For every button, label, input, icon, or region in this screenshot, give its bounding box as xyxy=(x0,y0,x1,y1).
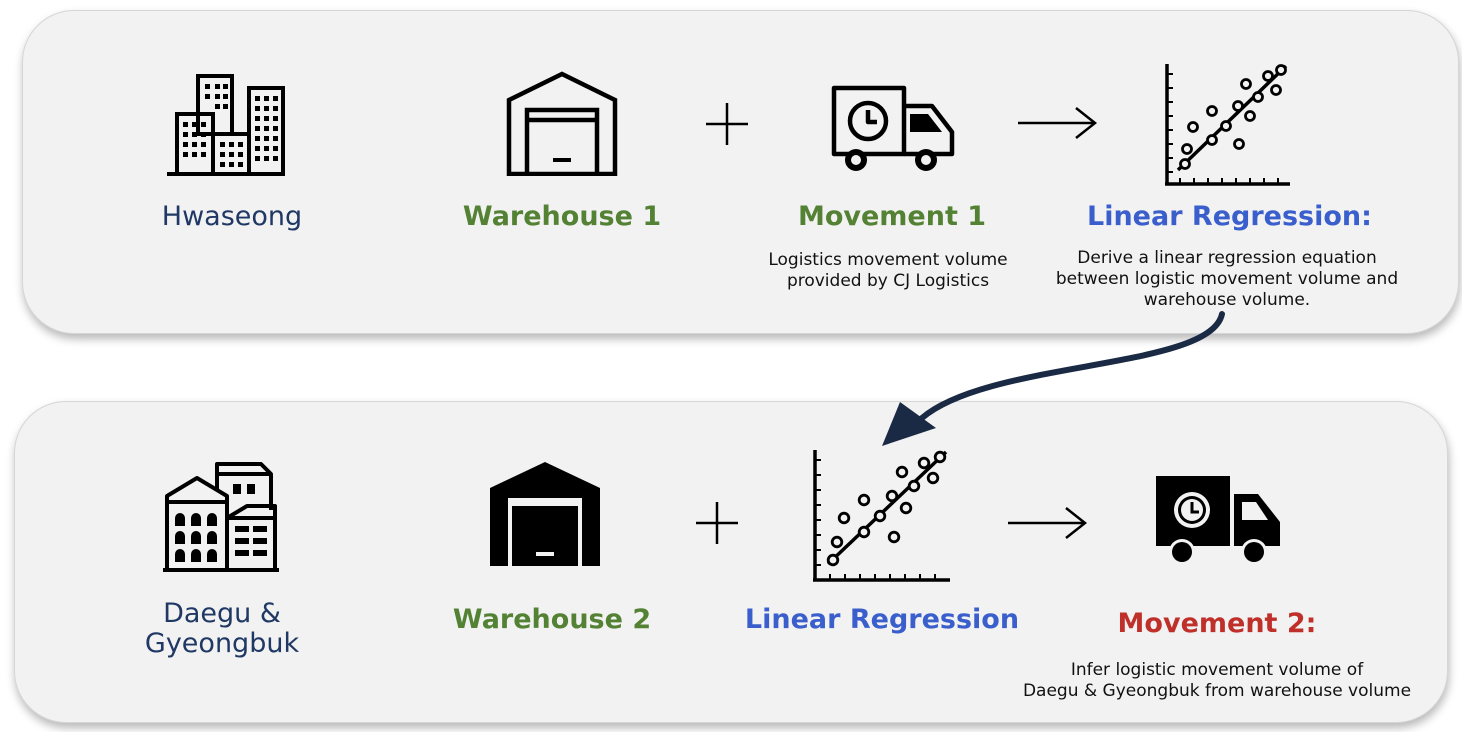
movement-1-label: Movement 1 xyxy=(797,201,987,232)
city-label-daegu-gyeongbuk: Daegu & Gyeongbuk xyxy=(144,598,300,659)
city-buildings-icon xyxy=(163,460,279,572)
linear-regression-label-top: Linear Regression: xyxy=(1087,201,1372,232)
city-buildings-icon xyxy=(165,72,287,176)
arrow-right-icon xyxy=(1008,506,1088,544)
warehouse-filled-icon xyxy=(488,460,602,566)
scatter-regression-icon xyxy=(1160,64,1294,188)
connector-arrow xyxy=(870,310,1240,454)
delivery-truck-outline-icon xyxy=(828,84,956,176)
movement-2-description: Infer logistic movement volume of Daegu … xyxy=(1022,660,1412,701)
plus-icon xyxy=(696,502,738,548)
movement-1-description: Logistics movement volume provided by CJ… xyxy=(768,250,1008,291)
city-label-hwaseong: Hwaseong xyxy=(161,201,303,232)
linear-regression-label-bottom: Linear Regression xyxy=(744,604,1020,635)
scatter-regression-icon xyxy=(808,450,952,584)
warehouse-outline-icon xyxy=(505,70,619,176)
movement-2-label: Movement 2: xyxy=(1117,608,1317,639)
arrow-right-icon xyxy=(1018,106,1098,144)
warehouse-2-label: Warehouse 2 xyxy=(452,604,652,635)
delivery-truck-filled-icon xyxy=(1152,474,1282,566)
plus-icon xyxy=(706,103,748,149)
bottom-step-panel xyxy=(14,401,1448,723)
warehouse-1-label: Warehouse 1 xyxy=(462,201,662,232)
linear-regression-description: Derive a linear regression equation betw… xyxy=(1055,248,1399,310)
